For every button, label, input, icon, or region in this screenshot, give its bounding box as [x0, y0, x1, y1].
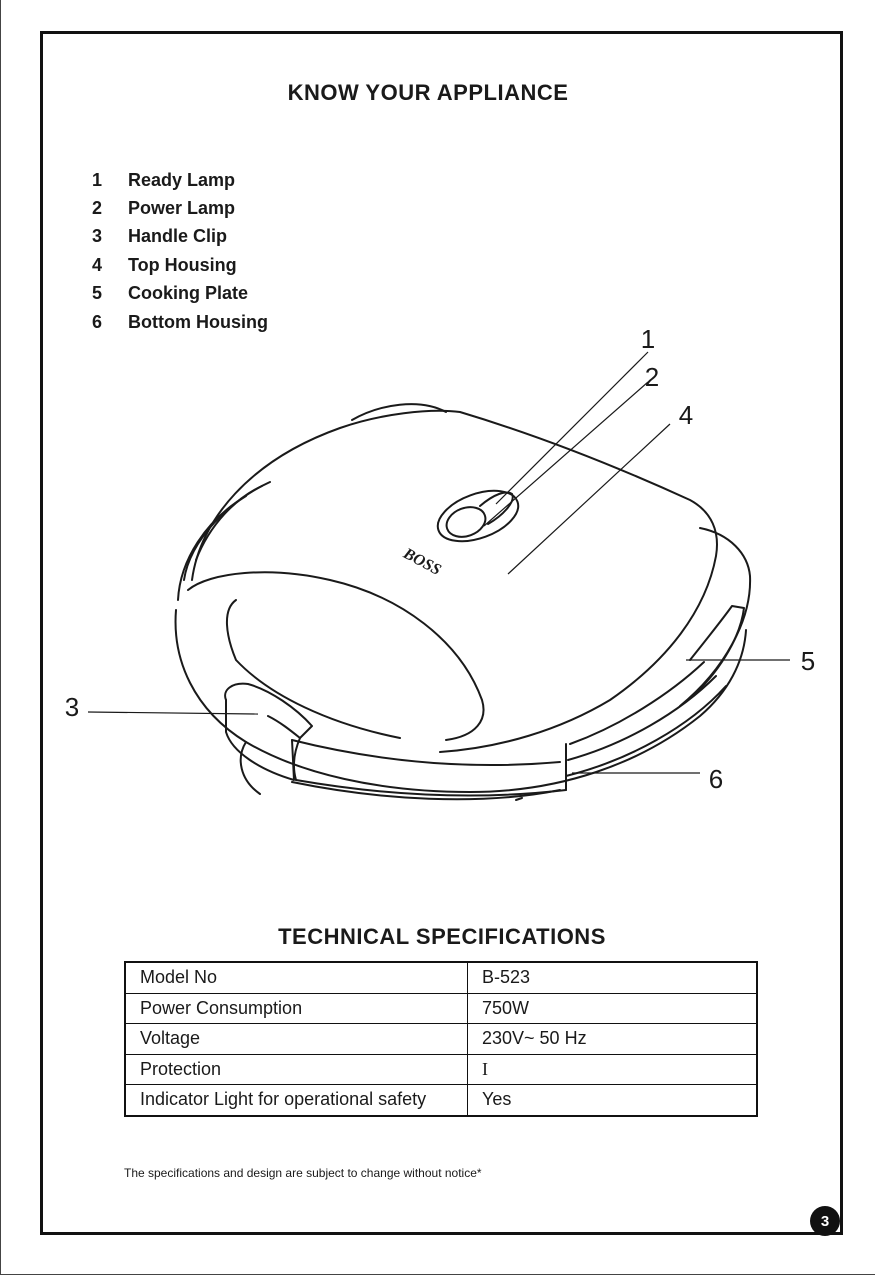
spec-value: 750W: [467, 992, 758, 1024]
callout-3: 3: [65, 692, 79, 722]
part-label: Cooking Plate: [128, 283, 249, 304]
part-item: 1 Ready Lamp: [92, 166, 268, 194]
appliance-illustration: [174, 403, 752, 801]
part-item: 3 Handle Clip: [92, 223, 268, 251]
spec-value: 230V~ 50 Hz: [467, 1023, 758, 1055]
appliance-section-title: KNOW YOUR APPLIANCE: [287, 80, 569, 105]
spec-label: Model No: [124, 961, 468, 994]
part-number: 1: [92, 169, 103, 190]
brand-logo: BOSS: [400, 545, 444, 579]
part-item: 2 Power Lamp: [92, 194, 268, 222]
part-number: 2: [92, 198, 103, 219]
spec-label: Indicator Light for operational safety: [124, 1084, 468, 1116]
part-label: Bottom Housing: [128, 311, 268, 332]
part-number: 4: [92, 254, 103, 275]
part-item: 5 Cooking Plate: [92, 280, 268, 308]
spec-value: Yes: [467, 1084, 758, 1116]
part-number: 3: [92, 226, 103, 247]
leader-line-4: [507, 423, 671, 575]
page-number-badge: 3: [810, 1206, 840, 1236]
leader-line-2: [483, 381, 649, 527]
specs-section-title: TECHNICAL SPECIFICATIONS: [278, 924, 606, 949]
leader-line-3: [87, 711, 259, 715]
part-label: Power Lamp: [128, 198, 236, 219]
part-number: 6: [92, 311, 103, 332]
part-item: 4 Top Housing: [92, 251, 268, 279]
spec-label: Voltage: [124, 1023, 468, 1055]
part-number: 5: [92, 283, 103, 304]
callout-2: 2: [645, 362, 659, 392]
parts-list: 1 Ready Lamp 2 Power Lamp 3 Handle Clip 4 To…: [92, 166, 268, 336]
part-label: Ready Lamp: [128, 169, 236, 190]
footnote: The specifications and design are subjec…: [124, 1166, 482, 1180]
part-label: Handle Clip: [128, 226, 228, 247]
callout-5: 5: [801, 646, 815, 676]
leader-line-1: [495, 351, 649, 505]
part-label: Top Housing: [128, 254, 237, 275]
spec-value: B-523: [467, 961, 758, 994]
spec-label: Power Consumption: [124, 992, 468, 1024]
page-frame: [40, 31, 843, 1235]
callout-numbers: 1 2 3 4 5 6: [65, 324, 815, 794]
part-item: 6 Bottom Housing: [92, 308, 268, 336]
callout-4: 4: [679, 400, 693, 430]
leader-lines: [87, 351, 790, 774]
spec-value: I: [467, 1053, 758, 1085]
callout-6: 6: [709, 764, 723, 794]
spec-label: Protection: [124, 1053, 468, 1085]
sandwich-maker-diagram: BOSS 1 2 3 4 5 6: [65, 324, 815, 801]
callout-1: 1: [641, 324, 655, 354]
